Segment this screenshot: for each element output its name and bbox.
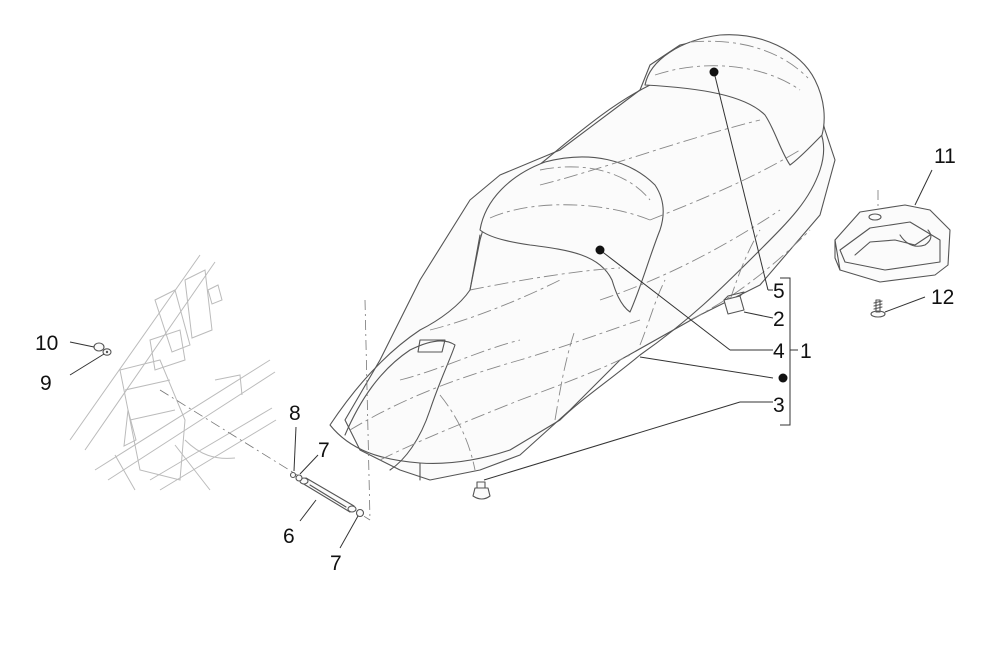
callout-7-lower: 7 — [330, 552, 342, 575]
nut — [93, 342, 105, 352]
callout-8: 8 — [289, 402, 301, 425]
storage-tray — [834, 190, 951, 283]
seat-nose — [344, 340, 456, 471]
leader-lines — [69, 71, 933, 549]
marker-dot-rear — [709, 67, 719, 77]
callout-12: 12 — [931, 286, 954, 309]
callout-3: 3 — [773, 394, 785, 417]
callout-5: 5 — [773, 280, 785, 303]
marker-dot-legend — [778, 373, 788, 383]
washer-left — [295, 474, 303, 482]
rubber-bumper — [472, 481, 491, 500]
callout-6: 6 — [283, 525, 295, 548]
marker-dot-rider — [595, 245, 605, 255]
hinge-clip — [289, 471, 297, 479]
washer-right — [355, 508, 365, 518]
frame-section — [69, 254, 277, 491]
screw — [870, 299, 886, 318]
callout-10: 10 — [35, 332, 58, 355]
nut-washer — [93, 342, 112, 356]
callout-11: 11 — [934, 145, 956, 168]
callout-1: 1 — [800, 340, 812, 363]
hinge-end-right — [347, 505, 357, 513]
tray-body — [834, 204, 951, 283]
callout-2: 2 — [773, 308, 785, 331]
seat-clip — [723, 291, 745, 315]
seat-assembly — [329, 34, 836, 481]
rider-backrest — [479, 156, 664, 313]
callout-7-upper: 7 — [318, 439, 330, 462]
hinge-assembly — [159, 299, 371, 521]
callout-4: 4 — [773, 340, 785, 363]
callout-9: 9 — [40, 372, 52, 395]
